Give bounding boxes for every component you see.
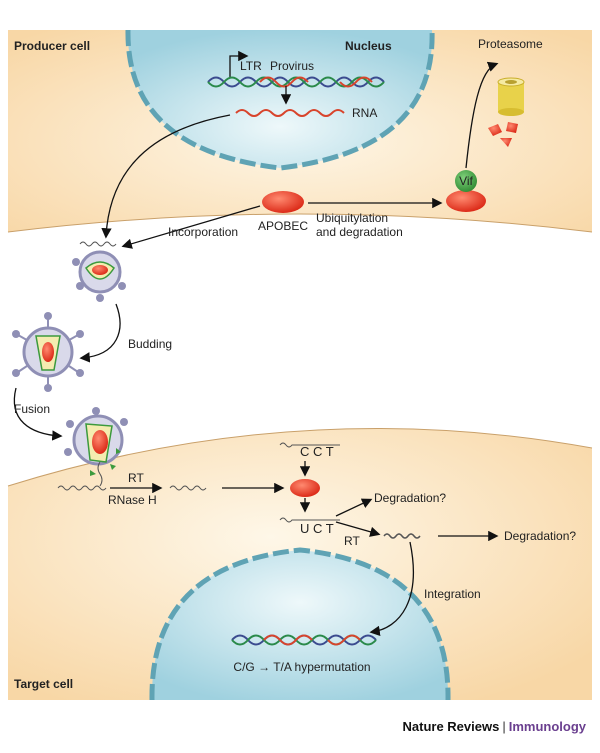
journal-credit: Nature Reviews|Immunology xyxy=(403,719,587,734)
apobec-label: APOBEC xyxy=(258,219,308,233)
hypermutation-label: C/G → T/A hypermutation xyxy=(233,660,370,674)
vif-label: Vif xyxy=(459,174,473,188)
integration-arrow xyxy=(369,541,414,637)
incoming-viral-rna xyxy=(57,485,107,491)
provirus-dna-helix xyxy=(207,76,385,88)
rnase-h-label: RNase H xyxy=(108,493,157,507)
nucleus-label: Nucleus xyxy=(345,39,392,53)
producer-nuclear-envelope xyxy=(125,29,435,171)
degradation-1-arrow xyxy=(335,498,373,517)
uct-strand xyxy=(279,517,340,523)
journal-name: Nature Reviews xyxy=(402,719,500,734)
rt-2-label: RT xyxy=(344,534,360,548)
degraded-apobec-fragments xyxy=(488,122,518,147)
ltr-label: LTR xyxy=(240,59,262,73)
producer-cell-label: Producer cell xyxy=(14,39,90,53)
vif-icon xyxy=(455,170,477,192)
second-strand-rt-arrow xyxy=(335,521,381,537)
provirus-label: Provirus xyxy=(270,59,314,73)
fusing-virion-icon xyxy=(64,407,128,487)
rt-label: RT xyxy=(128,471,144,485)
degradation-label: and degradation xyxy=(316,225,403,239)
viral-dsdna xyxy=(383,533,421,539)
target-cell-label: Target cell xyxy=(14,677,73,691)
ltr-promoter-arrow xyxy=(229,50,249,78)
cct-label: C C T xyxy=(300,444,334,459)
ubiquitylation-label: Ubiquitylation xyxy=(316,211,388,225)
minus-strand-dna xyxy=(169,485,207,491)
cct-strand xyxy=(279,442,340,448)
free-virion-icon xyxy=(12,312,84,392)
rna-label: RNA xyxy=(352,106,377,120)
fusion-label: Fusion xyxy=(14,402,50,416)
budding-virion-icon xyxy=(72,241,126,302)
degradation-1-label: Degradation? xyxy=(374,491,446,505)
incorporation-label: Incorporation xyxy=(168,225,238,239)
integration-label: Integration xyxy=(424,587,481,601)
degradation-2-label: Degradation? xyxy=(504,529,576,543)
producer-cell-membrane xyxy=(7,213,593,233)
vif-to-proteasome-arrow xyxy=(465,61,499,169)
integrated-provirus-helix xyxy=(231,634,377,646)
uct-label: U C T xyxy=(300,521,334,536)
apobec-bound-vif-icon xyxy=(446,190,486,212)
target-nuclear-envelope xyxy=(149,547,451,701)
proteasome-label: Proteasome xyxy=(478,37,543,51)
producer-nucleus xyxy=(127,30,433,168)
rna-packaging-arrow xyxy=(101,114,231,239)
rna-strand xyxy=(235,109,345,117)
target-apobec-icon xyxy=(290,479,320,497)
incorporation-arrow xyxy=(121,205,261,249)
budding-label: Budding xyxy=(128,337,172,351)
journal-section: Immunology xyxy=(508,719,586,734)
proteasome-icon xyxy=(497,77,525,116)
credit-separator: | xyxy=(502,719,506,734)
target-nucleus xyxy=(151,550,449,700)
apobec-icon xyxy=(262,191,304,213)
fusion-arrow xyxy=(13,387,63,441)
budding-arrow xyxy=(79,303,121,363)
